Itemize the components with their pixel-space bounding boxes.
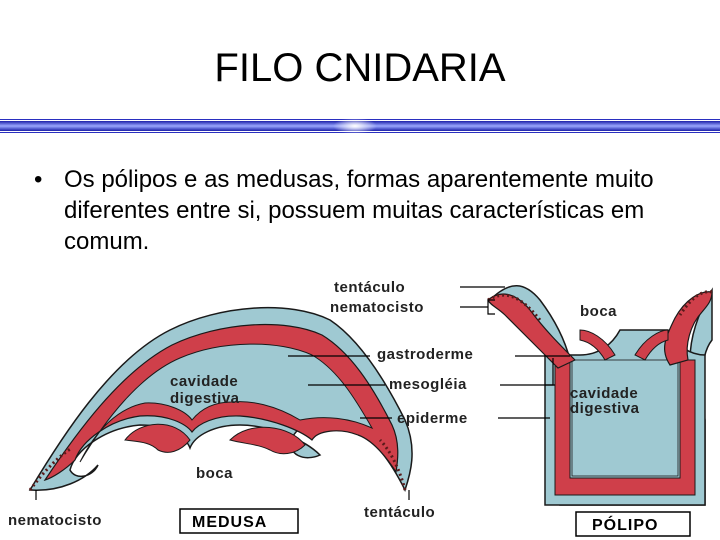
label-mesogleia: mesogléia [389, 376, 467, 393]
label-cavidade-polyp-1: cavidade [570, 385, 638, 402]
label-tentaculo-top: tentáculo [334, 279, 405, 296]
label-epiderme: epiderme [397, 410, 468, 427]
polyp-illustration [487, 285, 713, 506]
bullet-text: Os pólipos e as medusas, formas aparente… [64, 166, 654, 255]
cnidaria-diagram: tentáculo nematocisto boca gastroderme c… [8, 279, 713, 537]
label-nematocisto-bottom: nematocisto [8, 512, 102, 529]
bullet-marker: • [34, 166, 43, 193]
slide-title: FILO CNIDARIA [214, 46, 506, 90]
label-medusa-box: MEDUSA [192, 514, 267, 531]
label-cavidade-medusa-1: cavidade [170, 373, 238, 390]
title-divider [0, 118, 720, 134]
polyp-tentacle-left [487, 293, 577, 369]
leader-lines [35, 286, 570, 500]
medusa-nematocist-rim-left [28, 446, 73, 491]
polyp-nematocist-dots [487, 293, 542, 321]
polyp-tentacle-right [663, 291, 713, 366]
label-boca-polyp: boca [580, 303, 617, 320]
label-boca-medusa: boca [196, 465, 233, 482]
label-polipo-box: PÓLIPO [592, 515, 658, 534]
medusa-cavidade-digestiva [79, 343, 374, 463]
label-cavidade-medusa-2: digestiva [170, 390, 240, 407]
polipo-box [575, 511, 691, 537]
label-tentaculo-bottom: tentáculo [364, 504, 435, 521]
medusa-oral-arm-right [229, 426, 306, 455]
label-cavidade-polyp-2: digestiva [570, 400, 640, 417]
medusa-nematocist-rim-right [378, 438, 407, 491]
label-gastroderme: gastroderme [377, 346, 473, 363]
polyp-cavidade-digestiva [571, 359, 679, 477]
label-nematocisto-top: nematocisto [330, 299, 424, 316]
polyp-mouth-right [634, 329, 669, 361]
medusa-box [179, 508, 299, 534]
medusa-illustration [28, 306, 413, 492]
polyp-mouth-left [579, 329, 616, 361]
medusa-oral-arm-left [124, 423, 191, 453]
